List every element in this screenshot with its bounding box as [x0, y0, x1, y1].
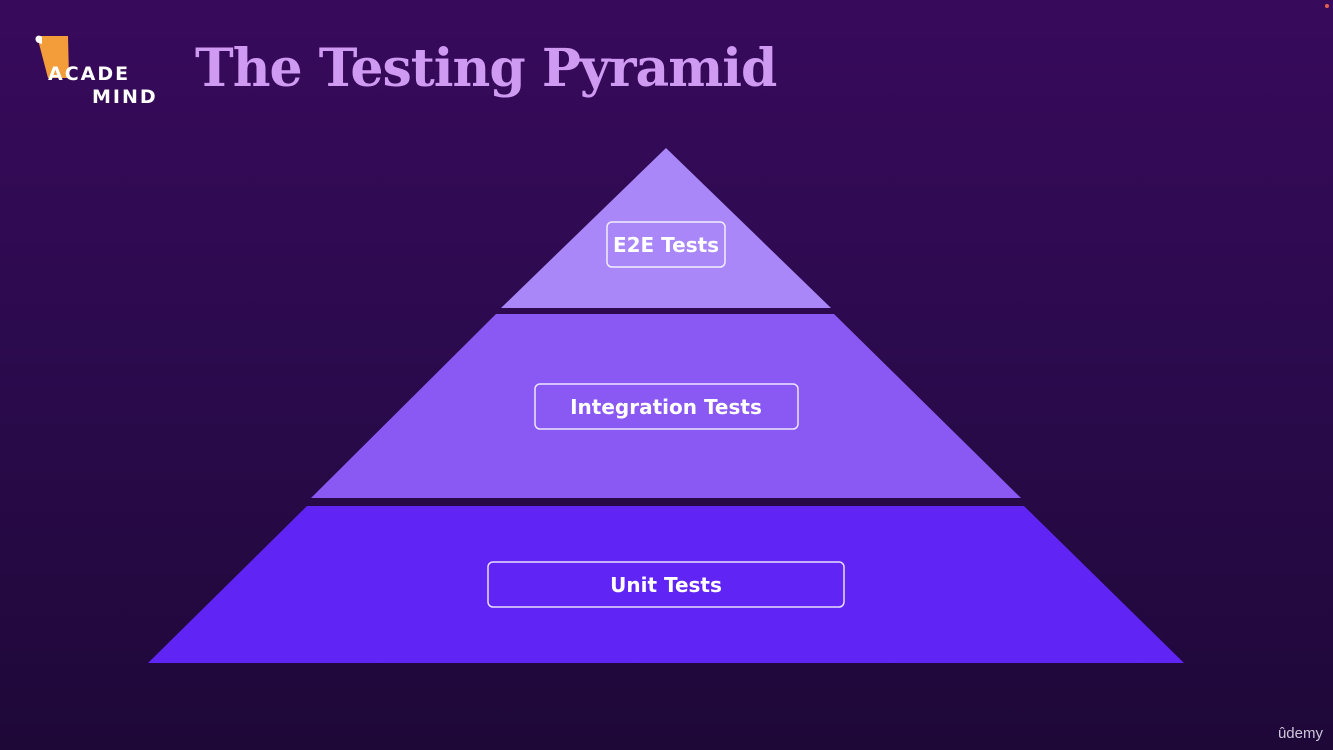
logo-text-bottom: MIND: [92, 86, 158, 108]
udemy-watermark: ûdemy: [1277, 725, 1323, 742]
logo-book-icon: [35, 35, 69, 78]
pyramid-tier-integration: [311, 314, 1021, 498]
slide-title: The Testing Pyramid: [195, 38, 777, 99]
recording-indicator: [1325, 4, 1329, 8]
logo-text-top: ACADE: [48, 63, 131, 85]
pyramid-tier-unit: [148, 506, 1184, 663]
tier-label-integration: Integration Tests: [570, 395, 762, 419]
tier-label-box-integration: [534, 383, 799, 430]
academind-logo: ACADE MIND: [32, 32, 172, 112]
tier-label-box-unit: [487, 561, 845, 608]
tier-label-unit: Unit Tests: [610, 573, 722, 597]
tier-label-box-e2e: [606, 221, 726, 268]
pyramid-tier-e2e: [501, 148, 831, 308]
tier-label-e2e: E2E Tests: [613, 233, 719, 257]
